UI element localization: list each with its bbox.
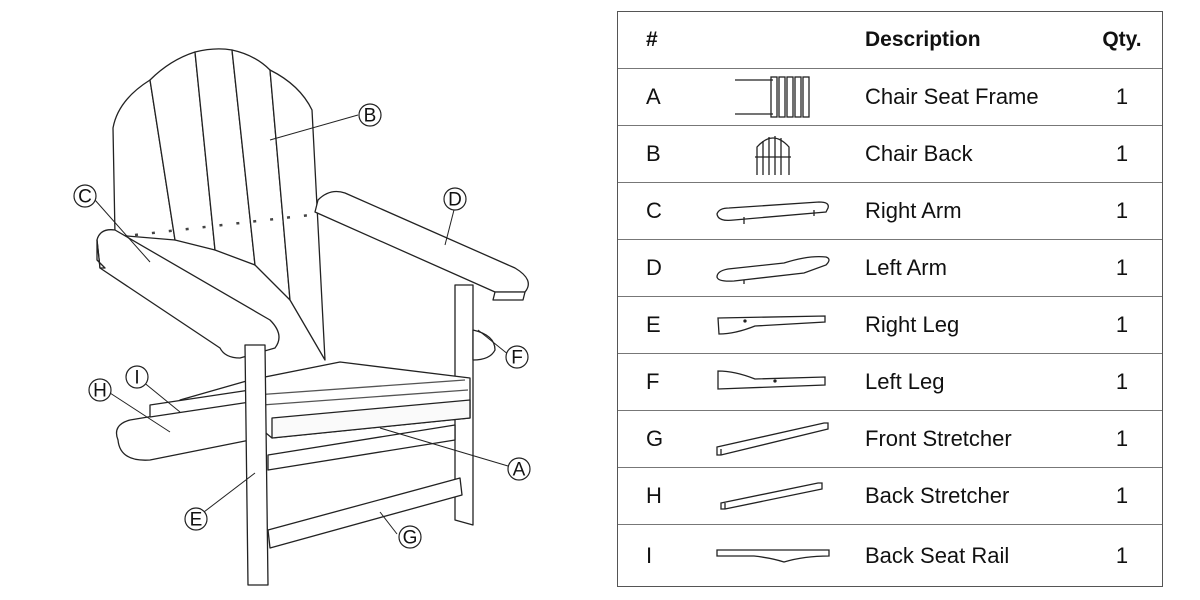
part-qty: 1	[1115, 483, 1129, 508]
svg-text:D: D	[448, 190, 462, 211]
callout-g: G	[398, 525, 422, 549]
callout-a: A	[507, 457, 531, 481]
part-description: Left Arm	[865, 255, 947, 280]
part-qty: 1	[1115, 255, 1129, 280]
chair-assembly-diagram: B C D F I H A	[73, 48, 531, 586]
part-letter: H	[646, 483, 662, 508]
svg-text:E: E	[190, 510, 203, 531]
part-letter: G	[646, 426, 664, 451]
part-description: Back Stretcher	[865, 483, 1010, 508]
part-letter: F	[646, 369, 660, 394]
back-seat-rail-icon	[710, 525, 835, 587]
header-description: Description	[865, 28, 981, 51]
header-number: #	[646, 28, 658, 51]
right-leg-icon	[710, 297, 835, 353]
svg-text:C: C	[78, 187, 92, 208]
part-qty: 1	[1115, 84, 1129, 109]
part-qty: 1	[1115, 369, 1129, 394]
left-arm-part	[314, 190, 529, 293]
header-qty: Qty.	[1102, 28, 1142, 51]
table-row: A Chair Seat Frame 1	[618, 69, 1162, 126]
svg-text:F: F	[511, 348, 523, 369]
chair-drawing: B C D F I H A	[73, 48, 531, 586]
part-description: Chair Back	[865, 141, 973, 166]
table-row: G Front Stretcher 1	[618, 411, 1162, 468]
table-row: F Left Leg 1	[618, 354, 1162, 411]
part-letter: E	[646, 312, 661, 337]
callout-e: E	[184, 507, 208, 531]
part-qty: 1	[1115, 543, 1129, 568]
callout-f: F	[505, 345, 529, 369]
part-letter: I	[646, 543, 653, 568]
front-stretcher-part	[267, 477, 463, 549]
back-stretcher-icon	[710, 468, 835, 524]
table-row: H Back Stretcher 1	[618, 468, 1162, 525]
table-row: E Right Leg 1	[618, 297, 1162, 354]
svg-text:G: G	[403, 528, 418, 549]
table-row: C Right Arm 1	[618, 183, 1162, 240]
left-leg-icon	[710, 354, 835, 410]
callout-c: C	[73, 184, 97, 208]
svg-text:I: I	[134, 368, 139, 389]
part-description: Right Arm	[865, 198, 962, 223]
callout-b: B	[358, 103, 382, 127]
part-letter: B	[646, 141, 661, 166]
part-qty: 1	[1115, 426, 1129, 451]
callout-i: I	[125, 365, 149, 389]
chair-seat-frame-icon	[710, 69, 835, 125]
part-description: Back Seat Rail	[865, 543, 1010, 568]
right-arm-icon	[710, 183, 835, 239]
left-arm-icon	[710, 240, 835, 296]
callout-markers: B C D F I H A	[73, 103, 531, 549]
table-row: I Back Seat Rail 1	[618, 525, 1162, 587]
part-description: Left Leg	[865, 369, 945, 394]
part-qty: 1	[1115, 198, 1129, 223]
table-header-row: # Description Qty.	[618, 12, 1162, 69]
chair-back-part	[112, 48, 326, 361]
chair-back-icon	[710, 126, 835, 182]
svg-text:A: A	[513, 460, 526, 481]
right-leg-part	[244, 344, 269, 586]
svg-text:H: H	[93, 381, 107, 402]
part-description: Front Stretcher	[865, 426, 1012, 451]
part-description: Chair Seat Frame	[865, 84, 1039, 109]
table-row: D Left Arm 1	[618, 240, 1162, 297]
part-letter: A	[646, 84, 661, 109]
parts-list-table: # Description Qty. A Chair Seat Frame 1 …	[617, 11, 1163, 587]
part-qty: 1	[1115, 312, 1129, 337]
svg-text:B: B	[364, 106, 377, 127]
front-stretcher-icon	[710, 411, 835, 467]
table-row: B Chair Back 1	[618, 126, 1162, 183]
callout-d: D	[443, 187, 467, 211]
right-arm-part	[96, 229, 280, 359]
part-letter: D	[646, 255, 662, 280]
part-description: Right Leg	[865, 312, 960, 337]
callout-h: H	[88, 378, 112, 402]
part-qty: 1	[1115, 141, 1129, 166]
part-letter: C	[646, 198, 662, 223]
